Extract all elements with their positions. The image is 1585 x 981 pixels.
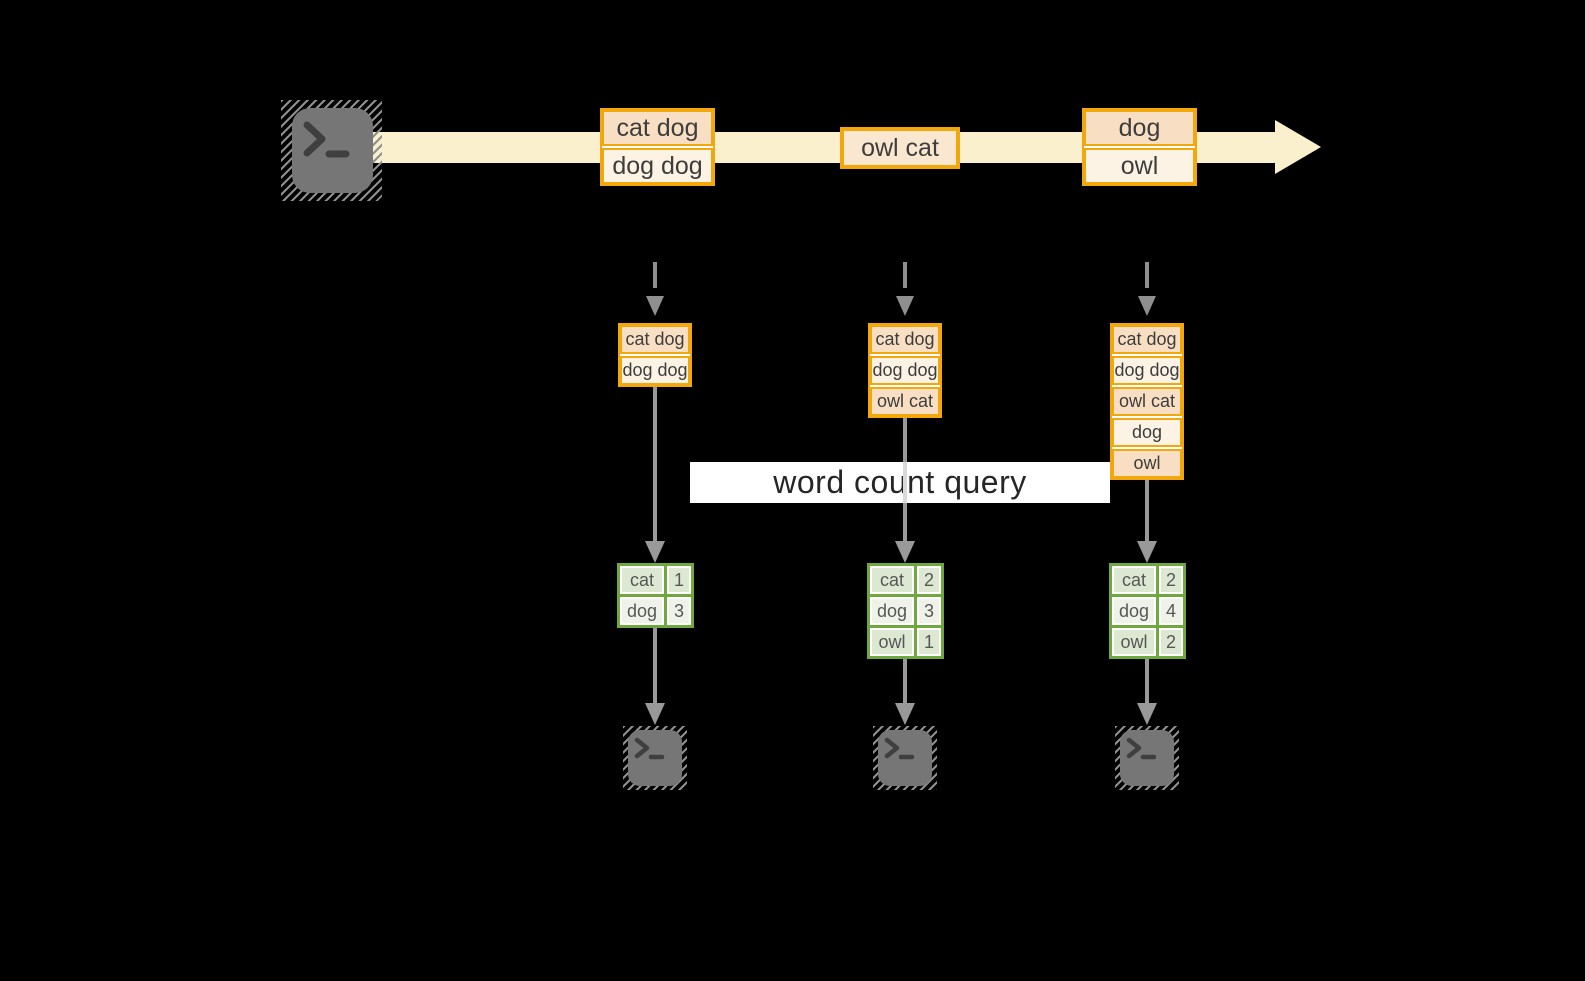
arrow-line — [1145, 478, 1149, 541]
buffered-record: dog dog — [1112, 356, 1182, 385]
stream-record-batch-3: dog owl — [1082, 108, 1197, 186]
terminal-body — [628, 730, 682, 786]
count-word: cat — [1112, 566, 1156, 594]
arrow-line-through-banner — [903, 462, 907, 503]
arrow-line — [1145, 657, 1149, 704]
window-buffer-2: cat dog dog dog owl cat — [868, 323, 942, 418]
arrow-head — [895, 703, 915, 725]
dashed-arrow-head — [896, 296, 914, 316]
sink-terminal-icon — [1115, 726, 1179, 790]
buffered-record: cat dog — [620, 325, 690, 354]
count-word: dog — [870, 597, 914, 625]
dashed-arrow-line — [903, 262, 907, 288]
arrow-head — [1137, 541, 1157, 563]
buffered-record: cat dog — [1112, 325, 1182, 354]
query-label-banner: word count query — [690, 462, 1110, 503]
terminal-prompt-glyph — [884, 737, 915, 760]
terminal-body — [292, 108, 373, 193]
buffered-record: owl cat — [870, 387, 940, 416]
buffered-record: cat dog — [870, 325, 940, 354]
query-label: word count query — [773, 464, 1027, 500]
arrow-head — [645, 703, 665, 725]
dashed-arrow-head — [1138, 296, 1156, 316]
count-value: 2 — [1159, 628, 1183, 656]
terminal-body — [1120, 730, 1174, 786]
count-word: cat — [620, 566, 664, 594]
arrow-line — [653, 626, 657, 704]
buffered-record: dog dog — [870, 356, 940, 385]
buffered-record: dog dog — [620, 356, 690, 385]
dashed-arrow-line — [1145, 262, 1149, 288]
count-word: owl — [1112, 628, 1156, 656]
terminal-prompt-glyph — [1126, 737, 1157, 760]
count-table-1: cat 1 dog 3 — [617, 563, 694, 628]
terminal-body — [878, 730, 932, 786]
terminal-prompt-glyph — [634, 737, 665, 760]
terminal-prompt-glyph — [303, 121, 350, 158]
arrow-line — [903, 657, 907, 704]
buffered-record: owl cat — [1112, 387, 1182, 416]
buffered-record: dog — [1112, 418, 1182, 447]
count-word: owl — [870, 628, 914, 656]
count-table-2: cat 2 dog 3 owl 1 — [867, 563, 944, 659]
buffered-record: owl — [1112, 449, 1182, 478]
window-buffer-3: cat dog dog dog owl cat dog owl — [1110, 323, 1184, 480]
stream-record: cat dog — [602, 110, 713, 146]
stream-record-batch-1: cat dog dog dog — [600, 108, 715, 186]
arrow-head — [645, 541, 665, 563]
count-value: 1 — [667, 566, 691, 594]
stream-record: dog — [1084, 110, 1195, 146]
count-table-3: cat 2 dog 4 owl 2 — [1109, 563, 1186, 659]
count-value: 4 — [1159, 597, 1183, 625]
stream-record: owl — [1084, 148, 1195, 184]
count-word: dog — [620, 597, 664, 625]
count-value: 1 — [917, 628, 941, 656]
stream-arrow-head — [1275, 120, 1321, 174]
dashed-arrow-head — [646, 296, 664, 316]
window-buffer-1: cat dog dog dog — [618, 323, 692, 387]
dashed-arrow-line — [653, 262, 657, 288]
source-terminal-icon — [281, 100, 382, 201]
arrow-line — [653, 385, 657, 541]
arrow-head — [1137, 703, 1157, 725]
count-word: cat — [870, 566, 914, 594]
count-value: 2 — [917, 566, 941, 594]
stream-record-batch-2: owl cat — [840, 127, 960, 169]
count-value: 3 — [917, 597, 941, 625]
arrow-head — [895, 541, 915, 563]
count-value: 3 — [667, 597, 691, 625]
sink-terminal-icon — [623, 726, 687, 790]
count-word: dog — [1112, 597, 1156, 625]
count-value: 2 — [1159, 566, 1183, 594]
sink-terminal-icon — [873, 726, 937, 790]
stream-record: dog dog — [602, 148, 713, 184]
stream-record: owl cat — [842, 129, 958, 167]
